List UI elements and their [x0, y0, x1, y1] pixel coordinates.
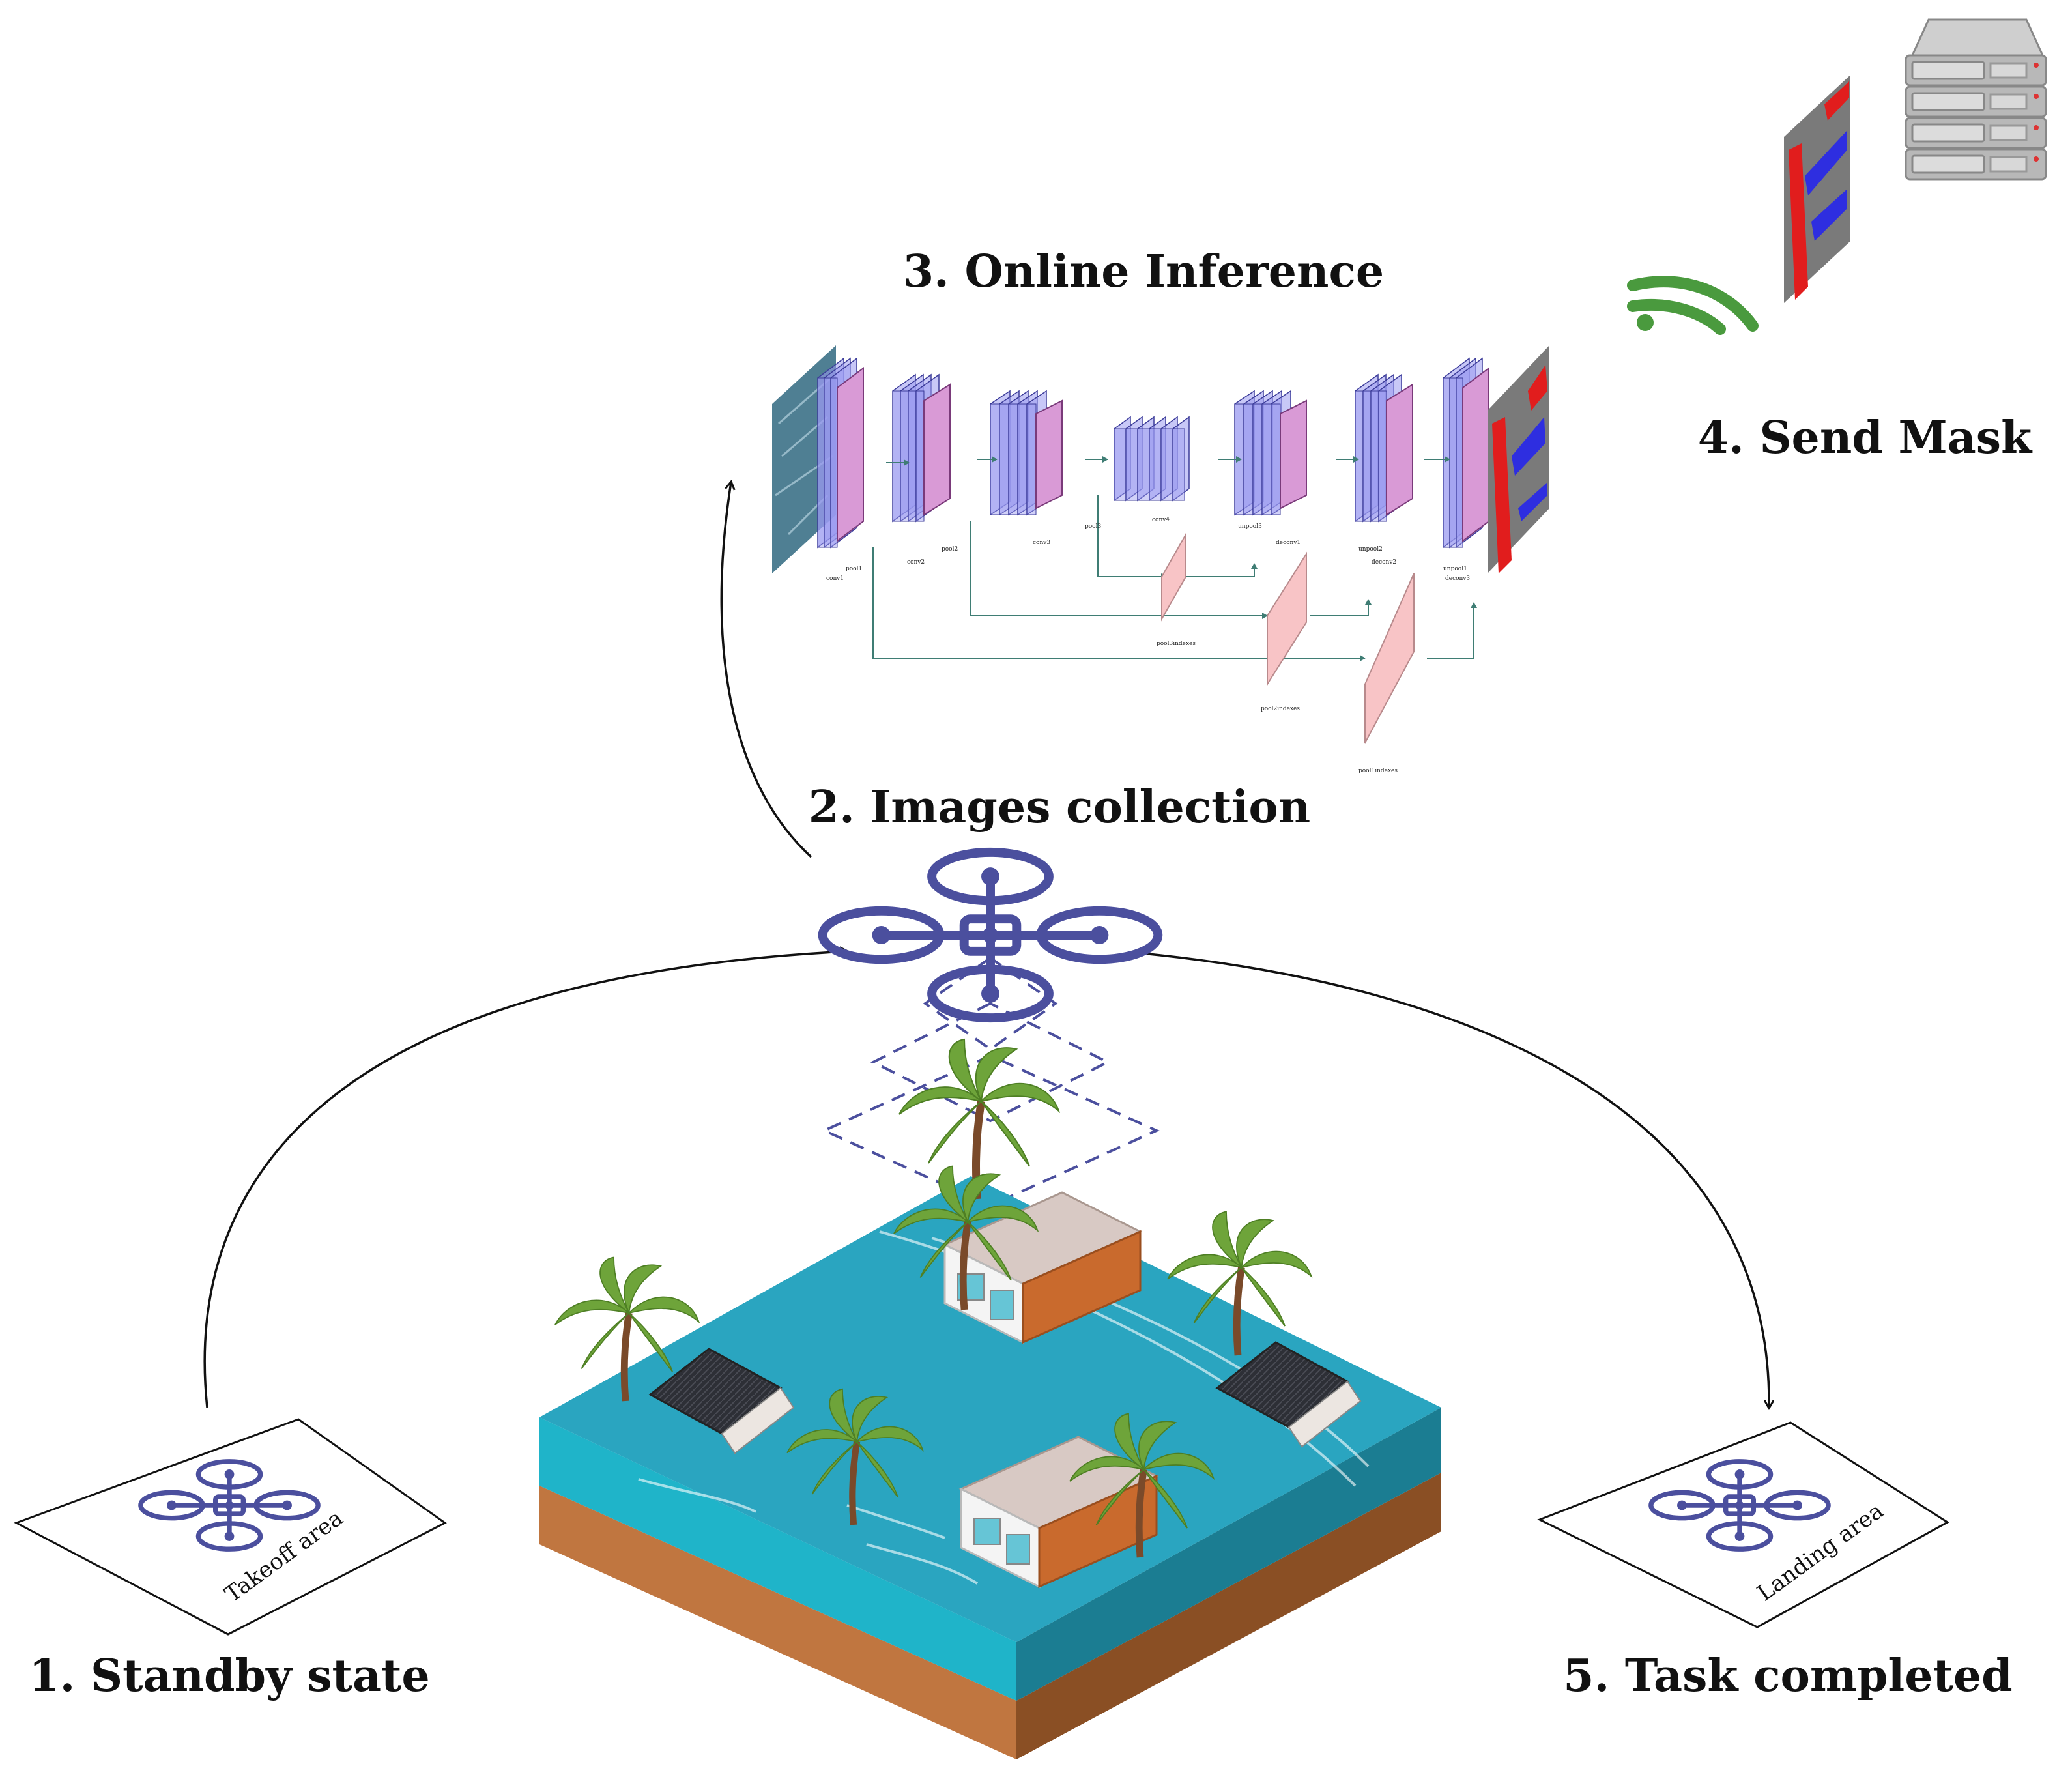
layer-label-unpool1: unpool1: [1443, 566, 1467, 572]
skip-connections: [872, 456, 1477, 661]
layer-label-unpool2: unpool2: [1358, 546, 1383, 553]
index-label-pool1indexes: pool1indexes: [1358, 768, 1398, 774]
server-icon: [1905, 18, 2047, 181]
layer-label-conv2: conv2: [907, 559, 925, 566]
layer-label-conv4: conv4: [1152, 517, 1170, 523]
layer-label-deconv1: deconv1: [1276, 540, 1301, 546]
layer-label-conv3: conv3: [1033, 540, 1050, 546]
drone-icon: [823, 852, 1158, 1018]
layer-label-conv1: conv1: [826, 575, 844, 582]
output-mask: [1488, 345, 1549, 573]
encoder-decoder-layers: [817, 357, 1489, 549]
layer-label-deconv2: deconv2: [1372, 559, 1396, 566]
takeoff-pad: Takeoff area: [14, 1418, 447, 1636]
step-2-label: 2. Images collection: [809, 781, 1310, 833]
layer-label-pool3: pool3: [1085, 523, 1101, 530]
step-3-label: 3. Online Inference: [903, 246, 1384, 298]
mask-image: [1784, 75, 1850, 303]
step-5-label: 5. Task completed: [1563, 1650, 2012, 1702]
pooling-indexes: [1161, 532, 1415, 744]
index-label-pool2indexes: pool2indexes: [1261, 706, 1300, 712]
landing-pad: Landing area: [1537, 1421, 1949, 1628]
layer-label-pool2: pool2: [942, 546, 958, 553]
step-1-label: 1. Standby state: [29, 1650, 429, 1702]
layer-label-deconv3: deconv3: [1445, 575, 1470, 582]
flight-path: [203, 482, 1769, 1408]
flying-drone: [823, 852, 1158, 1018]
flood-scene: [539, 1039, 1441, 1759]
wifi-icon: [1627, 276, 1759, 335]
index-label-pool3indexes: pool3indexes: [1157, 641, 1196, 647]
step-4-label: 4. Send Mask: [1698, 412, 2033, 464]
layer-label-pool1: pool1: [846, 566, 862, 572]
layer-label-unpool3: unpool3: [1238, 523, 1262, 530]
